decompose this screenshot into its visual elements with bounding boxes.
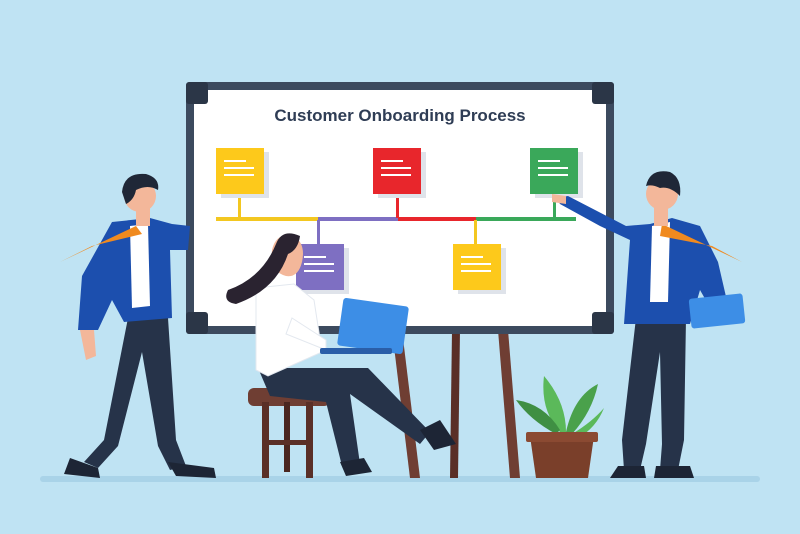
easel-legs — [392, 330, 520, 478]
folder-icon — [688, 293, 746, 329]
floor-line — [40, 476, 760, 482]
sticky-note-purple-bottom — [296, 244, 349, 294]
sticky-note-yellow-bottom — [453, 244, 506, 294]
man-right-figure — [552, 171, 746, 478]
sticky-note-red-top — [373, 148, 426, 198]
sticky-note-yellow-top — [216, 148, 269, 198]
sticky-note-green-top — [530, 148, 583, 198]
potted-plant — [516, 376, 604, 478]
man-left-figure — [60, 173, 216, 478]
timeline — [216, 196, 576, 244]
board-title: Customer Onboarding Process — [274, 106, 526, 125]
woman-seated-figure — [226, 233, 456, 478]
laptop-icon — [337, 298, 409, 354]
